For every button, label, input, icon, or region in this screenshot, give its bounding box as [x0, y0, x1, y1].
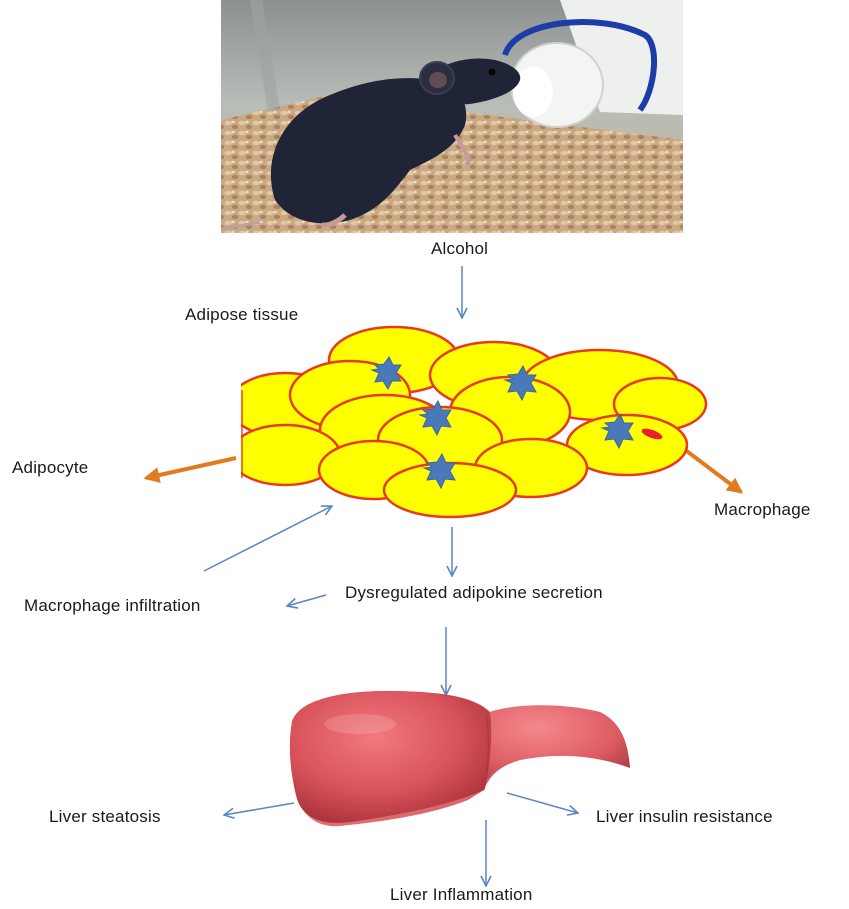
arrow-infiltration-to-adipose: [204, 506, 332, 571]
arrow-liver-to-insulin-resistance: [507, 793, 578, 813]
arrow-orange-macrophage: [680, 446, 741, 492]
label-macrophage-infiltration: Macrophage infiltration: [24, 596, 201, 616]
mouse-photo: [221, 0, 683, 233]
arrow-liver-to-steatosis: [224, 803, 294, 815]
adipose-tissue: [229, 327, 706, 517]
label-liver-steatosis: Liver steatosis: [49, 807, 161, 827]
label-dysregulated-adipokine-secretion: Dysregulated adipokine secretion: [345, 583, 603, 603]
arrow-dysregulated-to-infiltration: [287, 595, 326, 606]
label-liver-inflammation: Liver Inflammation: [390, 885, 533, 905]
label-adipocyte: Adipocyte: [12, 458, 88, 478]
arrow-orange-adipocyte: [146, 458, 236, 478]
label-macrophage: Macrophage: [714, 500, 811, 520]
label-alcohol: Alcohol: [431, 239, 488, 259]
liver: [290, 691, 630, 826]
label-liver-insulin-resistance: Liver insulin resistance: [596, 807, 773, 827]
label-adipose-tissue: Adipose tissue: [185, 305, 298, 325]
